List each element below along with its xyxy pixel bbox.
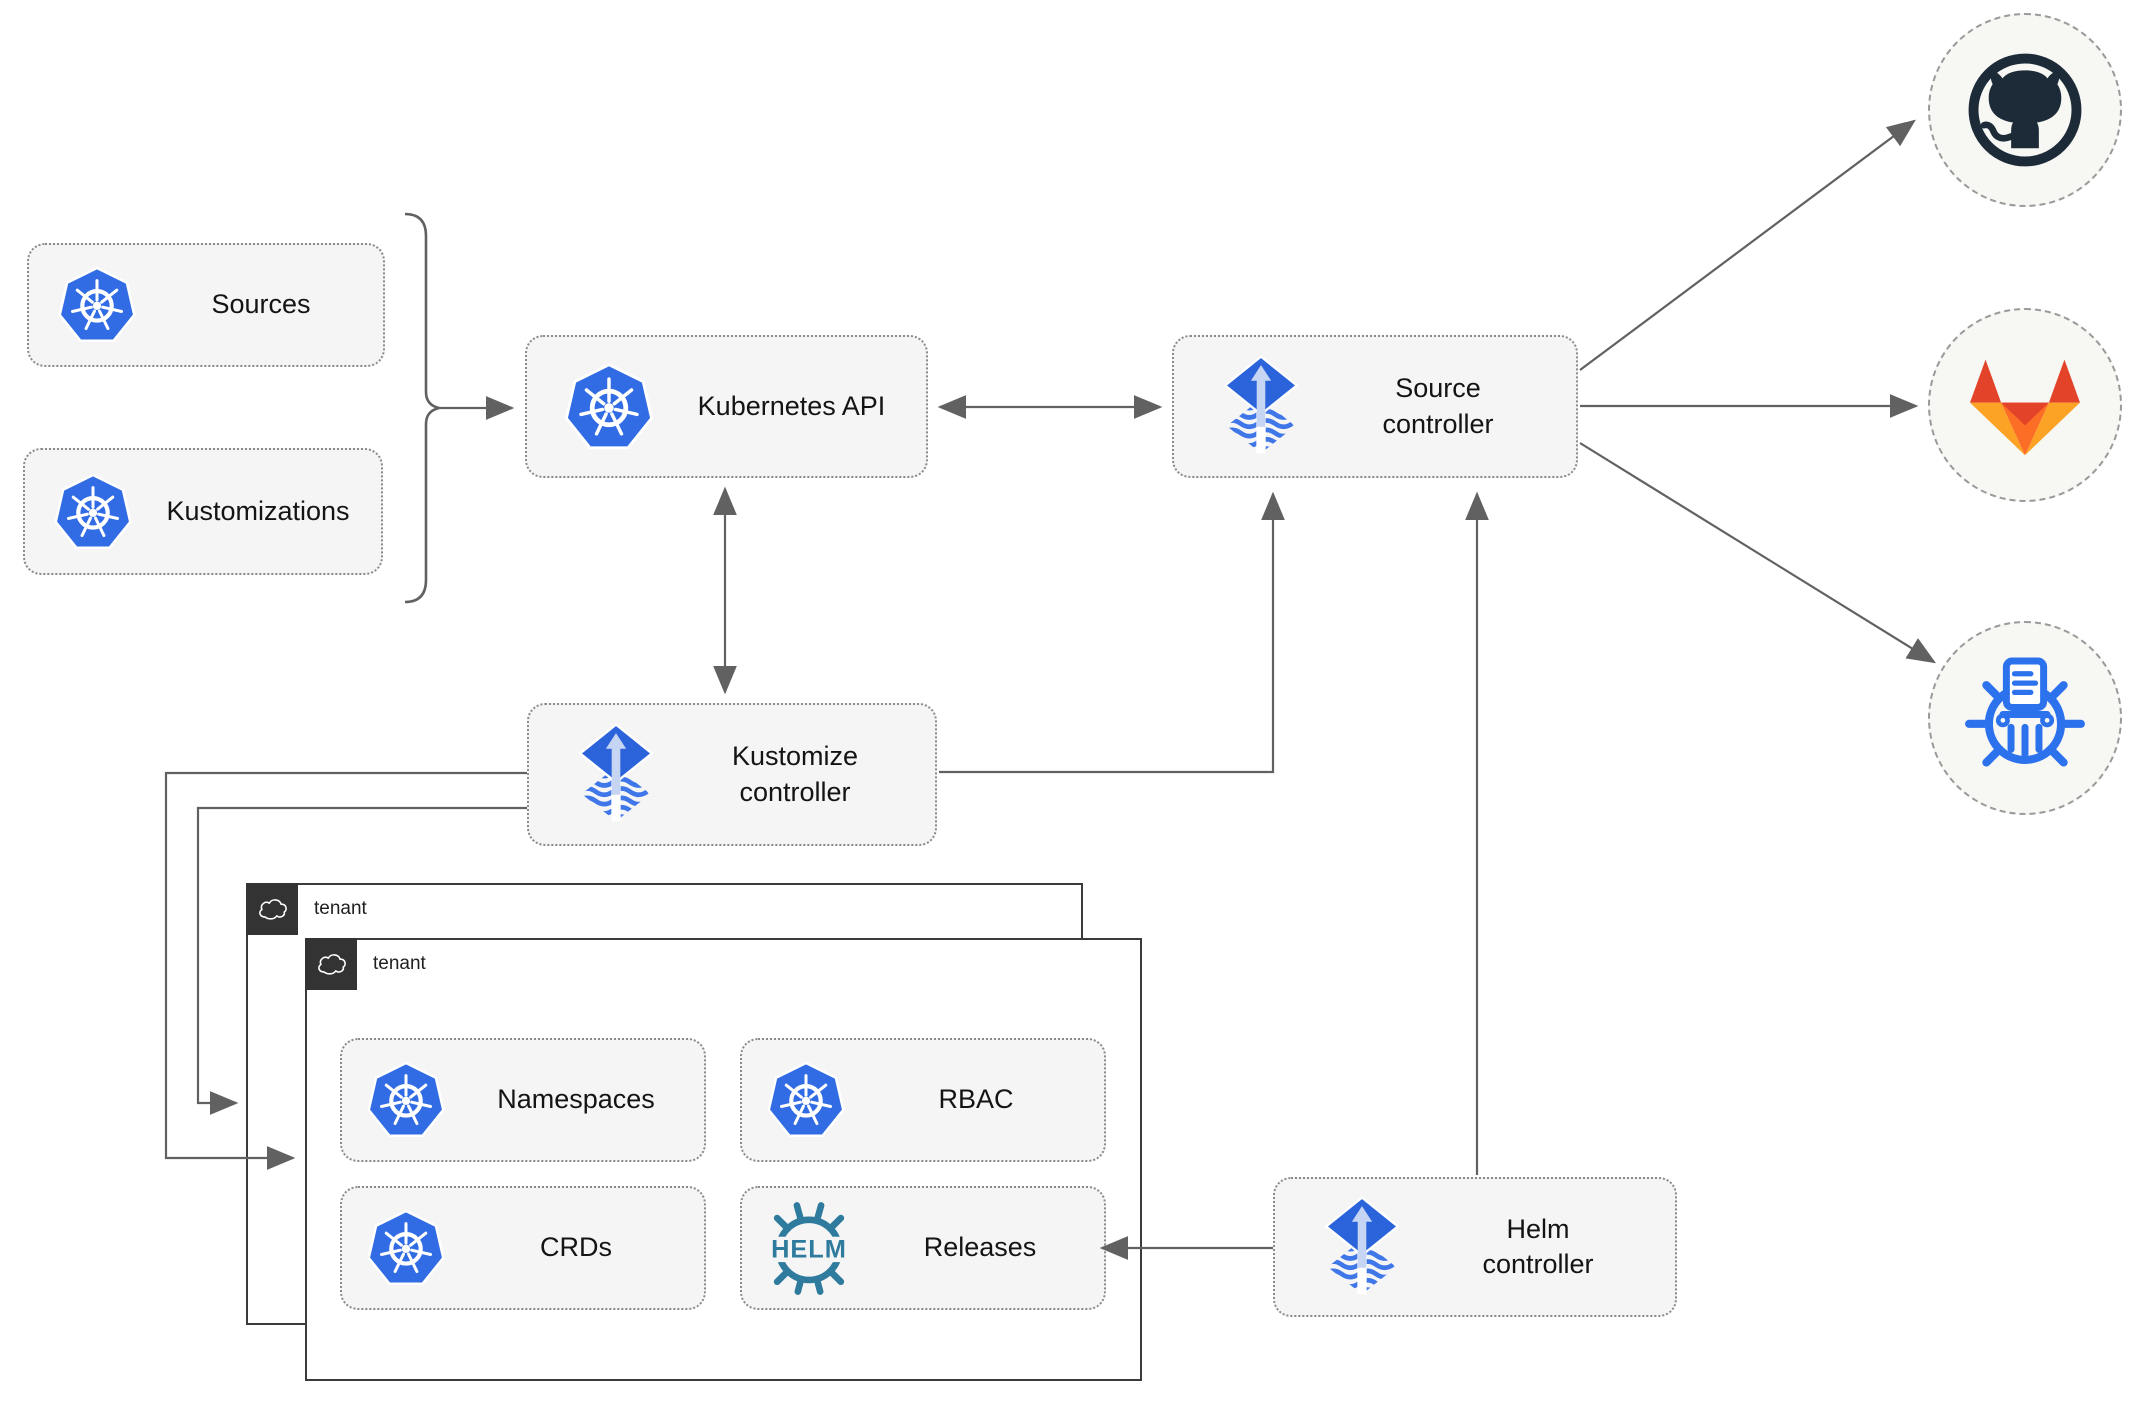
node-label: Helm controller — [1401, 1212, 1675, 1282]
node-releases: HELM Releases — [740, 1186, 1106, 1310]
flux-icon — [577, 723, 655, 826]
brace-bracket — [404, 212, 440, 604]
external-github — [1928, 13, 2122, 207]
helm-logo-text: HELM — [771, 1235, 847, 1263]
node-label: Kubernetes API — [697, 390, 886, 421]
node-crds: CRDs — [340, 1186, 706, 1310]
kubernetes-icon — [764, 1058, 848, 1142]
node-kustomizations: Kustomizations — [23, 448, 383, 575]
tenant-tab — [305, 938, 357, 990]
node-helm-controller: Helm controller — [1273, 1177, 1677, 1317]
external-chartmuseum — [1928, 621, 2122, 815]
external-gitlab — [1928, 308, 2122, 502]
node-source-controller: Source controller — [1172, 335, 1578, 478]
node-kustomize-controller: Kustomize controller — [527, 703, 937, 846]
gitlab-icon — [1970, 359, 2080, 456]
tenant-label: tenant — [373, 953, 426, 974]
node-kubernetes-api: Kubernetes API — [525, 335, 928, 478]
node-label: Sources — [211, 289, 311, 320]
kubernetes-icon — [55, 263, 139, 347]
node-label: Releases — [923, 1232, 1037, 1263]
kubernetes-icon — [51, 470, 135, 554]
kubernetes-icon — [561, 359, 657, 455]
node-rbac: RBAC — [740, 1038, 1106, 1162]
node-label: RBAC — [938, 1084, 1014, 1115]
cloud-icon — [314, 952, 348, 976]
node-label-text: Kustomize controller — [731, 741, 859, 807]
node-label: Kustomize controller — [655, 739, 935, 809]
kubernetes-icon — [364, 1206, 448, 1290]
node-label: Source controller — [1300, 371, 1576, 441]
node-label: Namespaces — [497, 1084, 655, 1115]
node-label-text: Source controller — [1382, 373, 1494, 439]
node-label-text: Helm controller — [1482, 1213, 1594, 1279]
connector-source-controller-to-chartmuseum — [1579, 442, 1937, 664]
chartmuseum-icon — [1965, 657, 2085, 767]
connector-source-controller-to-github — [1579, 119, 1916, 371]
cloud-icon — [255, 897, 289, 921]
tenant-label: tenant — [314, 898, 367, 919]
github-icon — [1968, 53, 2082, 167]
node-label: CRDs — [540, 1232, 612, 1263]
connector-kustomize-to-source-controller — [939, 491, 1285, 774]
flux-icon — [1323, 1196, 1401, 1299]
tenant-tab — [246, 883, 298, 935]
helm-icon: HELM — [762, 1201, 856, 1295]
node-sources: Sources — [27, 243, 385, 367]
node-label: Kustomizations — [166, 495, 350, 526]
flux-icon — [1222, 355, 1300, 458]
node-namespaces: Namespaces — [340, 1038, 706, 1162]
kubernetes-icon — [364, 1058, 448, 1142]
